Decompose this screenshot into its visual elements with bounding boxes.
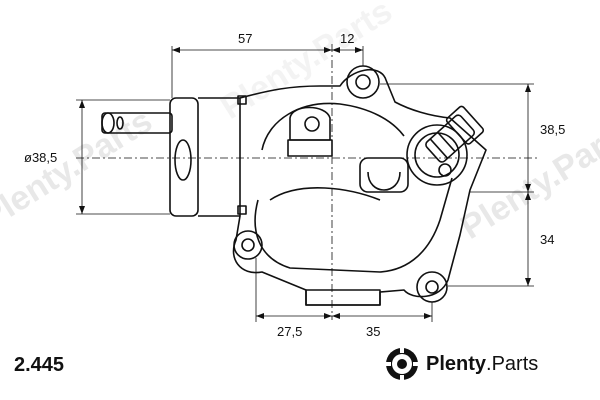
spigot-ring: [116, 116, 124, 130]
dim-top-right: 12: [340, 31, 354, 46]
brand-name-bold: Plenty: [426, 352, 487, 375]
right-mount-boss: [416, 271, 448, 303]
dim-right-lower: 34: [540, 232, 554, 247]
spigot-end: [101, 112, 115, 134]
flange-bolt-top: [237, 95, 247, 105]
center-boss: [359, 157, 409, 193]
flange-bolt-bottom: [237, 205, 247, 215]
right-mount-hole: [425, 280, 439, 294]
upper-tab: [289, 106, 331, 141]
temperature-sensor: [425, 105, 485, 163]
brand-name-rest: .Parts: [486, 352, 539, 375]
bottom-outlet: [305, 289, 381, 306]
inlet-flange: [169, 97, 199, 217]
left-mount-boss: [233, 230, 263, 260]
dimension-lines: [76, 46, 534, 322]
watermark-right: Plenty.Parts: [454, 112, 600, 247]
dim-bottom-left: 27,5: [277, 324, 302, 339]
top-mount-hole: [355, 74, 371, 90]
inner-contour-top: [261, 102, 405, 151]
housing-body: [232, 69, 487, 306]
dim-right-upper: 38,5: [540, 122, 565, 137]
centerlines: [76, 44, 540, 320]
center-boss-detail: [367, 171, 401, 191]
watermark-group: Plenty.Parts Plenty.Parts Plenty.Parts: [0, 0, 600, 247]
upper-tab-base: [287, 139, 333, 157]
gear-icon: [385, 347, 419, 381]
watermark-left: Plenty.Parts: [0, 102, 159, 237]
inner-contour-bottom: [254, 177, 453, 273]
part-outline: [101, 65, 487, 306]
brand-logo: Plenty.Parts: [384, 344, 538, 384]
part-number: 2.445: [14, 354, 65, 376]
dim-bottom-right: 35: [366, 324, 380, 339]
dimension-arrows: [79, 47, 531, 319]
dim-left-diameter: ø38,5: [24, 150, 57, 165]
sensor-pin: [438, 163, 452, 177]
left-mount-hole: [241, 238, 255, 252]
inner-contour-mid: [269, 187, 381, 201]
upper-tab-hole: [304, 116, 320, 132]
brand-name: Plenty.Parts: [426, 353, 538, 376]
flange-port: [174, 139, 192, 181]
sensor-collar: [406, 124, 468, 186]
dim-top-left: 57: [238, 31, 252, 46]
